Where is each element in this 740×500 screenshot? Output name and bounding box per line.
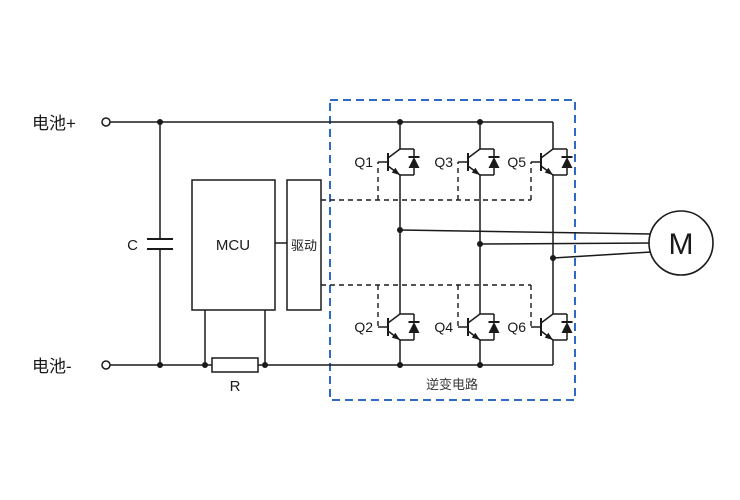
- phase-v-line: [479, 242, 650, 245]
- igbt-q5-symbol: [530, 148, 574, 176]
- q4-label: Q4: [434, 319, 453, 335]
- resistor-label: R: [230, 378, 241, 395]
- junction-dot: [477, 362, 483, 368]
- phase-w-line: [552, 251, 652, 259]
- junction-dot: [262, 362, 268, 368]
- junction-dot: [477, 119, 483, 125]
- driver-block: [286, 179, 322, 311]
- battery-positive-terminal: [101, 117, 111, 127]
- junction-dot: [157, 362, 163, 368]
- q3-label: Q3: [434, 154, 453, 170]
- inverter-circuit-label: 逆变电路: [426, 377, 478, 392]
- junction-dot: [477, 241, 483, 247]
- junction-dot: [202, 362, 208, 368]
- q6-label: Q6: [507, 319, 526, 335]
- igbt-q4-symbol: [457, 313, 501, 341]
- q1-label: Q1: [354, 154, 373, 170]
- capacitor-label: C: [127, 237, 138, 254]
- resistor-body: [211, 357, 259, 373]
- junction-dot: [397, 227, 403, 233]
- battery-negative-terminal: [101, 360, 111, 370]
- junction-dot: [157, 119, 163, 125]
- junction-dots: [157, 119, 556, 368]
- q5-label: Q5: [507, 154, 526, 170]
- motor-label: M: [669, 228, 694, 261]
- gate-drive-lines: [321, 162, 532, 327]
- mcu-block: [191, 179, 276, 311]
- junction-dot: [397, 119, 403, 125]
- igbt-q1-symbol: [377, 148, 421, 176]
- junction-dot: [397, 362, 403, 368]
- phase-u-line: [399, 229, 652, 235]
- inverter-boundary-box: [329, 99, 576, 401]
- q2-label: Q2: [354, 319, 373, 335]
- igbt-q3-symbol: [457, 148, 501, 176]
- battery-positive-label: 电池+: [32, 114, 76, 133]
- junction-dot: [550, 255, 556, 261]
- igbt-q2-symbol: [377, 313, 421, 341]
- driver-label: 驱动: [291, 238, 317, 253]
- motor-circle: [648, 210, 714, 276]
- battery-negative-label: 电池-: [32, 357, 72, 376]
- igbt-q6-symbol: [530, 313, 574, 341]
- mcu-label: MCU: [216, 237, 250, 254]
